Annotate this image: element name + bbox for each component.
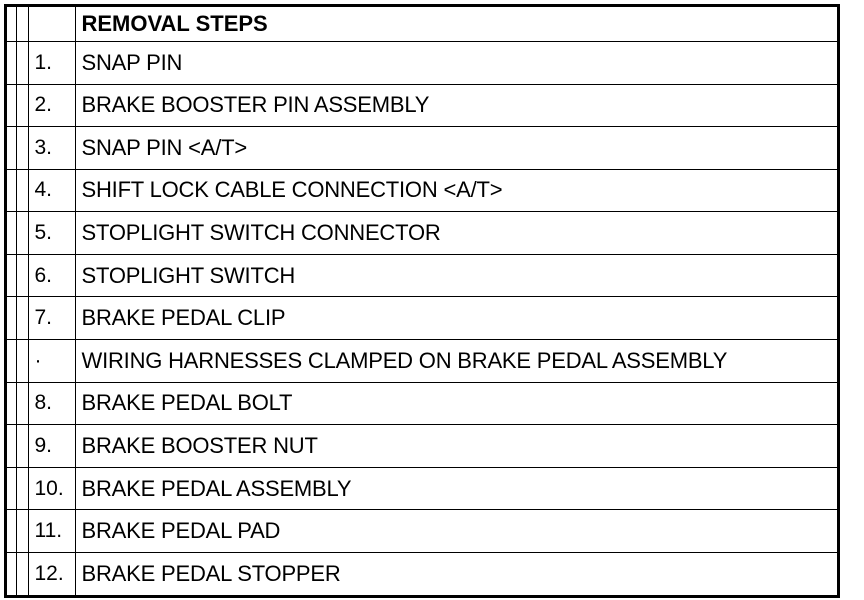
- margin-cell: [7, 253, 17, 298]
- table-row: 10.BRAKE PEDAL ASSEMBLY: [7, 466, 837, 511]
- margin-cell: [7, 168, 17, 213]
- step-number: 5.: [27, 211, 76, 255]
- margin-cell: [7, 509, 17, 553]
- step-description: SNAP PIN: [74, 40, 837, 85]
- margin-cell: [7, 211, 17, 255]
- step-description: BRAKE BOOSTER PIN ASSEMBLY: [74, 83, 837, 128]
- step-number: 3.: [27, 126, 76, 170]
- step-number: ·: [27, 339, 76, 383]
- number-header-cell: [27, 7, 76, 42]
- margin-cell: [15, 339, 29, 383]
- table-row: 3.SNAP PIN <A/T>: [7, 126, 837, 170]
- step-number: 9.: [27, 424, 76, 468]
- step-description: SHIFT LOCK CABLE CONNECTION <A/T>: [74, 168, 837, 213]
- table-row: 1.SNAP PIN: [7, 40, 837, 85]
- step-description: STOPLIGHT SWITCH CONNECTOR: [74, 211, 837, 255]
- margin-cell: [7, 551, 17, 595]
- margin-cell: [15, 296, 29, 341]
- margin-cell: [7, 296, 17, 341]
- step-number: 1.: [27, 40, 76, 85]
- step-number: 10.: [27, 466, 76, 511]
- table-row: 8.BRAKE PEDAL BOLT: [7, 381, 837, 426]
- margin-cell: [15, 509, 29, 553]
- step-number: 2.: [27, 83, 76, 128]
- step-description: BRAKE PEDAL STOPPER: [74, 551, 837, 595]
- step-description: STOPLIGHT SWITCH: [74, 253, 837, 298]
- margin-cell: [15, 381, 29, 426]
- table-row: 12.BRAKE PEDAL STOPPER: [7, 551, 837, 595]
- step-number: 7.: [27, 296, 76, 341]
- margin-cell: [15, 551, 29, 595]
- table-row: 2.BRAKE BOOSTER PIN ASSEMBLY: [7, 83, 837, 128]
- table-row: 6.STOPLIGHT SWITCH: [7, 253, 837, 298]
- margin-cell: [15, 83, 29, 128]
- margin-cell: [15, 424, 29, 468]
- margin-cell: [7, 466, 17, 511]
- margin-cell: [7, 40, 17, 85]
- step-number: 6.: [27, 253, 76, 298]
- step-description: BRAKE PEDAL CLIP: [74, 296, 837, 341]
- table-title: REMOVAL STEPS: [74, 7, 837, 42]
- margin-cell: [7, 126, 17, 170]
- table-header-row: REMOVAL STEPS: [7, 7, 837, 42]
- table-row: 5.STOPLIGHT SWITCH CONNECTOR: [7, 211, 837, 255]
- step-number: 12.: [27, 551, 76, 595]
- step-description: BRAKE PEDAL ASSEMBLY: [74, 466, 837, 511]
- step-description: WIRING HARNESSES CLAMPED ON BRAKE PEDAL …: [74, 339, 837, 383]
- margin-cell: [7, 7, 17, 42]
- step-description: BRAKE BOOSTER NUT: [74, 424, 837, 468]
- table-row: ·WIRING HARNESSES CLAMPED ON BRAKE PEDAL…: [7, 339, 837, 383]
- table-row: 9.BRAKE BOOSTER NUT: [7, 424, 837, 468]
- margin-cell: [7, 424, 17, 468]
- step-description: BRAKE PEDAL BOLT: [74, 381, 837, 426]
- step-number: 8.: [27, 381, 76, 426]
- margin-cell: [15, 466, 29, 511]
- table-row: 7.BRAKE PEDAL CLIP: [7, 296, 837, 341]
- margin-cell: [15, 7, 29, 42]
- step-description: BRAKE PEDAL PAD: [74, 509, 837, 553]
- margin-cell: [7, 339, 17, 383]
- table-row: 11.BRAKE PEDAL PAD: [7, 509, 837, 553]
- table-row: 4.SHIFT LOCK CABLE CONNECTION <A/T>: [7, 168, 837, 213]
- margin-cell: [15, 40, 29, 85]
- margin-cell: [15, 168, 29, 213]
- margin-cell: [15, 211, 29, 255]
- margin-cell: [7, 381, 17, 426]
- step-description: SNAP PIN <A/T>: [74, 126, 837, 170]
- margin-cell: [15, 126, 29, 170]
- step-number: 11.: [27, 509, 76, 553]
- margin-cell: [15, 253, 29, 298]
- margin-cell: [7, 83, 17, 128]
- step-number: 4.: [27, 168, 76, 213]
